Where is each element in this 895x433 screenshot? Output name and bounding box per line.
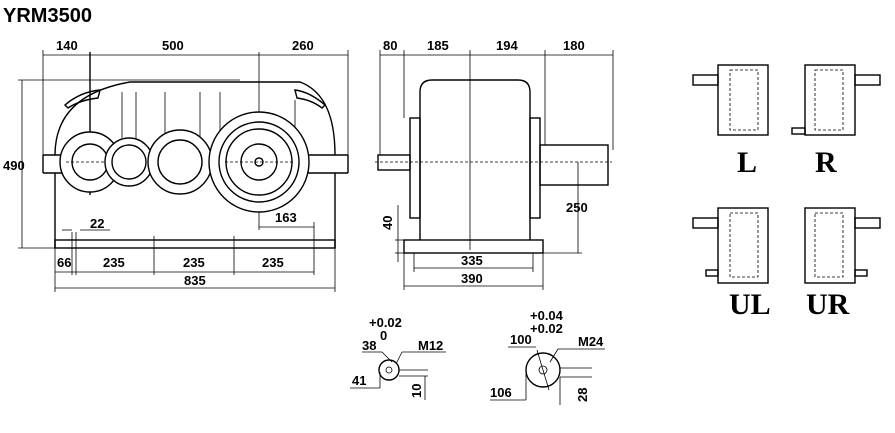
dim-390: 390 — [461, 271, 483, 286]
dim-180: 180 — [563, 38, 585, 53]
intermediate-bore-2 — [147, 129, 213, 195]
input-key-width: 10 — [409, 384, 424, 398]
dim-335: 335 — [461, 253, 483, 268]
mount-label-ur: UR — [806, 288, 850, 321]
dim-500: 500 — [162, 38, 184, 53]
output-tol-upper: +0.04 — [530, 308, 564, 323]
dim-260: 260 — [292, 38, 314, 53]
output-key-width: 28 — [575, 388, 590, 402]
input-diameter: 38 — [362, 338, 376, 353]
input-tol-lower: 0 — [380, 328, 387, 343]
dim-163: 163 — [275, 210, 297, 225]
mount-label-ul: UL — [729, 288, 771, 321]
dim-235-c: 235 — [262, 255, 284, 270]
dim-80: 80 — [383, 38, 397, 53]
output-key-height: 106 — [490, 385, 512, 400]
input-shaft-detail: +0.02 0 38 M12 41 10 — [350, 315, 446, 400]
output-diameter: 100 — [510, 332, 532, 347]
output-tol-lower: +0.02 — [530, 321, 563, 336]
output-shaft-bore — [208, 111, 310, 213]
dim-40: 40 — [380, 216, 395, 230]
output-thread: M24 — [578, 334, 604, 349]
mounting-position-l: L — [692, 64, 769, 179]
mount-label-r: R — [815, 146, 837, 179]
mounting-position-ur: UR — [804, 207, 881, 321]
mounting-position-r: R — [791, 64, 881, 179]
dim-835: 835 — [184, 273, 206, 288]
input-thread: M12 — [418, 338, 443, 353]
dim-250: 250 — [566, 200, 588, 215]
dim-140: 140 — [56, 38, 78, 53]
dim-66: 66 — [57, 255, 71, 270]
output-shaft-detail: +0.04 +0.02 100 M24 106 28 — [490, 308, 605, 405]
input-key-height: 41 — [352, 373, 366, 388]
front-view: 140 500 260 — [3, 38, 349, 292]
input-tol-upper: +0.02 — [369, 315, 402, 330]
dim-490: 490 — [3, 158, 25, 173]
mounting-position-ul: UL — [692, 207, 771, 321]
intermediate-bore-1 — [104, 137, 154, 187]
side-view: 80 185 194 180 40 250 335 390 — [375, 38, 614, 290]
dim-194: 194 — [496, 38, 518, 53]
dim-235-b: 235 — [183, 255, 205, 270]
mount-label-l: L — [737, 146, 757, 179]
dim-185: 185 — [427, 38, 449, 53]
dim-235-a: 235 — [103, 255, 125, 270]
model-title: YRM3500 — [3, 5, 92, 27]
dim-22: 22 — [90, 216, 104, 231]
